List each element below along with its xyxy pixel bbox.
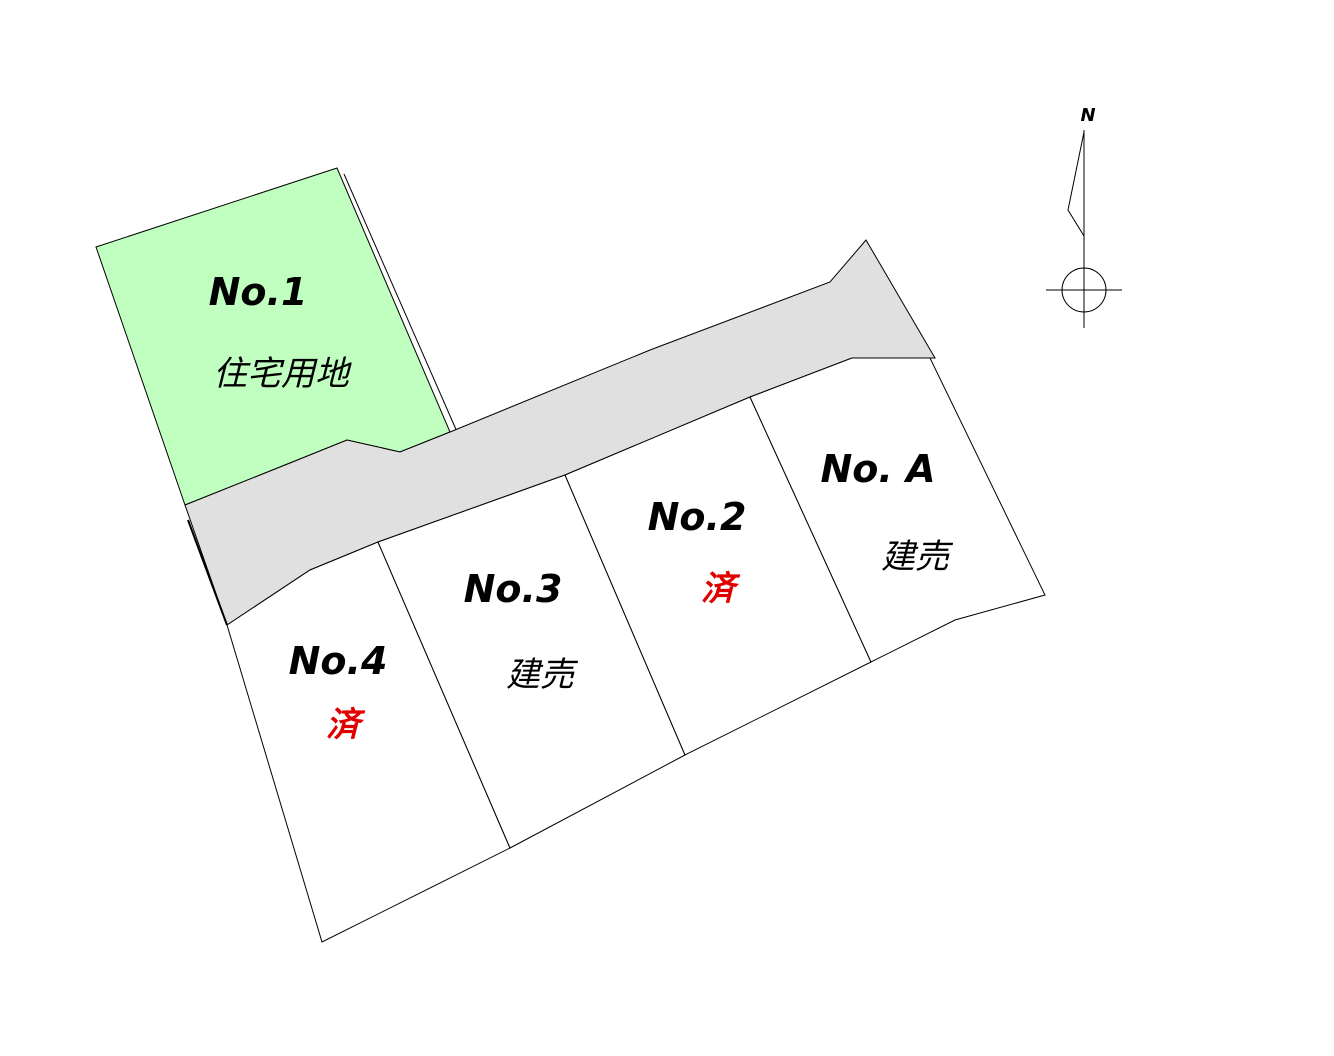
- lot-3-number: No.3: [464, 567, 563, 611]
- lot-2-number: No.2: [648, 495, 747, 539]
- lot-4-status: 済: [326, 705, 366, 745]
- lot-3-status: 建売: [506, 655, 579, 695]
- north-arrow-icon: N: [1046, 105, 1122, 328]
- lot-1-label: No.1 住宅用地: [209, 270, 352, 394]
- lot-2-status: 済: [701, 569, 741, 609]
- lot-a-parcel[interactable]: [749, 357, 1046, 663]
- lot-a-number: No. A: [821, 447, 936, 491]
- lot-1-status: 住宅用地: [213, 354, 352, 394]
- compass-north-letter: N: [1080, 105, 1095, 126]
- lot-a-status: 建売: [881, 537, 954, 577]
- lot-2-label: No.2 済: [648, 495, 747, 609]
- lot-4-number: No.4: [289, 639, 388, 683]
- lot-4-label: No.4 済: [289, 639, 388, 745]
- west-boundary-line: [187, 519, 228, 626]
- lot-1-boundary-line: [343, 173, 459, 435]
- lot-3-label: No.3 建売: [464, 567, 579, 695]
- lot-1-number: No.1: [209, 270, 308, 314]
- lot-a-label: No. A 建売: [821, 447, 954, 577]
